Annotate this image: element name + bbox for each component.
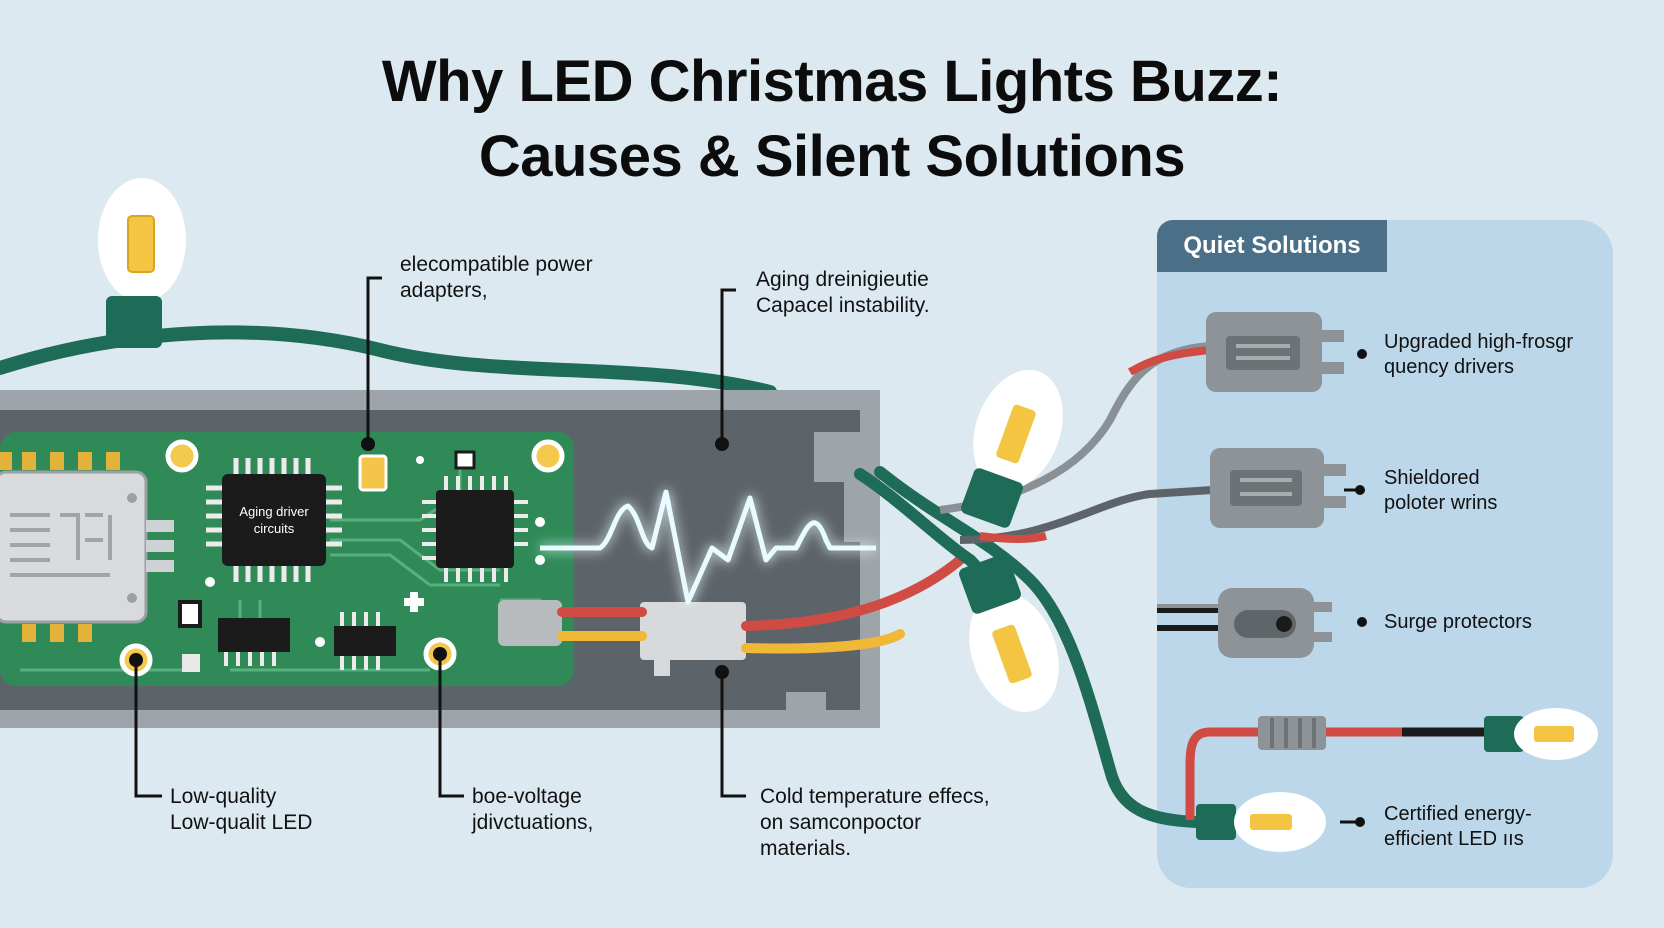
solution-drivers-line-1: Upgraded high-frosgr bbox=[1384, 331, 1573, 353]
title-line-1: Why LED Christmas Lights Buzz: bbox=[381, 49, 1283, 114]
cause-low-quality-line-2: Low-qualit LED bbox=[170, 811, 313, 834]
high-frequency-driver-icon bbox=[1206, 312, 1344, 392]
led-bulb-icon bbox=[98, 178, 186, 348]
solutions-header: Quiet Solutions bbox=[1157, 220, 1387, 272]
surge-protector-icon bbox=[1157, 588, 1332, 658]
led-bulb-icon bbox=[961, 369, 1063, 528]
solution-bullets bbox=[1340, 349, 1367, 827]
cause-voltage-line-1: boe-voltage bbox=[472, 785, 582, 808]
circuit-board bbox=[0, 432, 574, 686]
cause-power-adapters-line-2: adapters, bbox=[400, 279, 488, 302]
certified-led-icon bbox=[1185, 708, 1598, 852]
led-bulb-icon bbox=[959, 554, 1059, 713]
cause-capacitor-line-2: Capacel instability. bbox=[756, 294, 930, 317]
pcb-connector bbox=[498, 600, 562, 646]
cause-cold-temperature-line-1: Cold temperature effecs, bbox=[760, 785, 990, 808]
cause-power-adapters: elecompatible power adapters, bbox=[400, 252, 593, 304]
shielded-wire-icon bbox=[1210, 448, 1346, 528]
solution-shielded-line-1: Shieldored bbox=[1384, 467, 1480, 489]
solution-certified-line-1: Certified energy- bbox=[1384, 803, 1532, 825]
page-title: Why LED Christmas Lights Buzz: Causes & … bbox=[0, 44, 1664, 195]
chip-label-line-2: circuits bbox=[253, 521, 295, 536]
buzz-waveform bbox=[540, 489, 876, 605]
solution-shielded-line-2: poloter wrins bbox=[1384, 492, 1498, 514]
solution-certified-line-2: efficient LED ııs bbox=[1384, 828, 1524, 850]
cause-capacitor: Aging dreinigieutie Capacel instability. bbox=[756, 267, 930, 319]
chip-label-line-1: Aging driver bbox=[239, 504, 309, 519]
chip-label: Aging driver circuits bbox=[226, 503, 322, 537]
junction-block bbox=[640, 602, 746, 660]
cause-low-quality: Low-quality Low-qualit LED bbox=[170, 784, 312, 836]
solution-surge-line-1: Surge protectors bbox=[1384, 611, 1532, 633]
title-line-2: Causes & Silent Solutions bbox=[478, 124, 1186, 190]
cause-low-quality-line-1: Low-quality bbox=[170, 785, 277, 808]
cause-voltage-line-2: jdivctuations, bbox=[472, 811, 594, 834]
cause-cold-temperature-line-3: materials. bbox=[760, 837, 852, 860]
cause-power-adapters-line-1: elecompatible power bbox=[400, 253, 593, 276]
yellow-wire bbox=[557, 629, 905, 654]
solution-drivers-line-2: quency drivers bbox=[1384, 356, 1515, 378]
green-wire-main bbox=[874, 466, 1202, 828]
cause-leader-lines bbox=[129, 276, 746, 798]
red-wire bbox=[557, 555, 965, 631]
solution-surge: Surge protectors bbox=[1384, 610, 1532, 635]
cause-voltage: boe-voltage jdivctuations, bbox=[472, 784, 593, 836]
cause-capacitor-line-1: Aging dreinigieutie bbox=[756, 268, 929, 291]
solution-shielded: Shieldored poloter wrins bbox=[1384, 466, 1497, 516]
solution-drivers: Upgraded high-frosgr quency drivers bbox=[1384, 330, 1573, 380]
cause-cold-temperature-line-2: on samconpoctor bbox=[760, 811, 922, 834]
solution-certified: Certified energy- efficient LED ııs bbox=[1384, 802, 1532, 852]
cause-cold-temperature: Cold temperature effecs, on samconpoctor… bbox=[760, 784, 990, 862]
